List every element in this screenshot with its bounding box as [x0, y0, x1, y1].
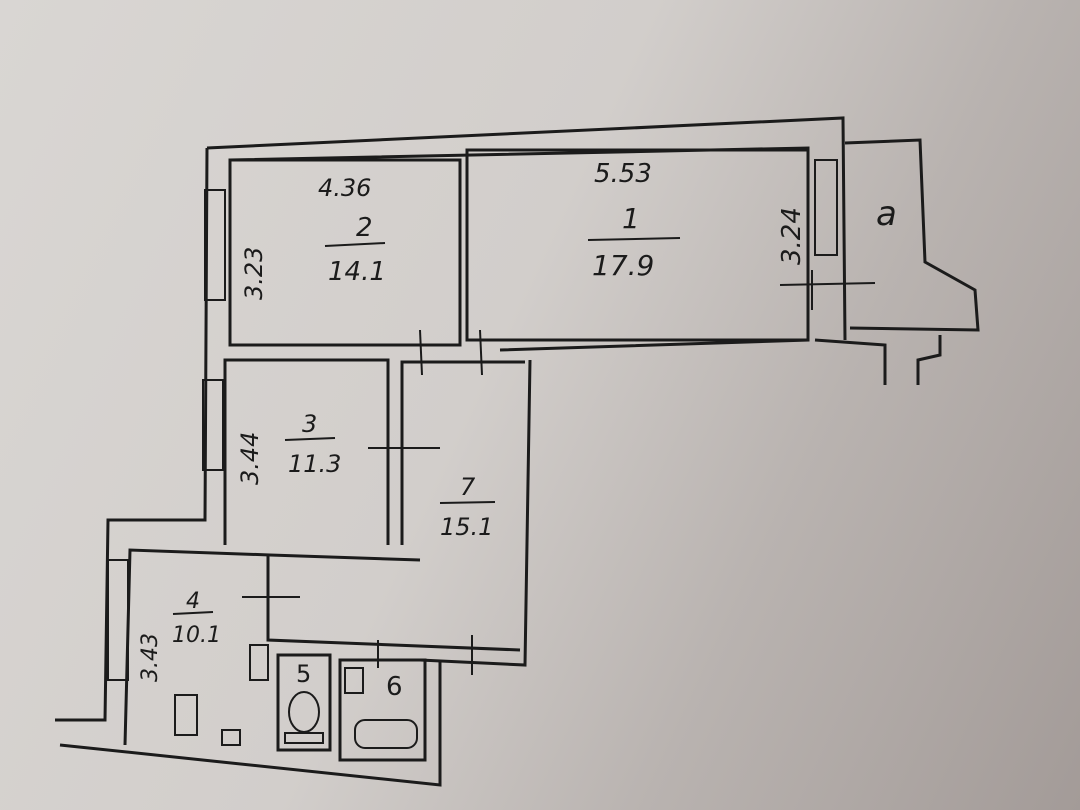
room-5-number: 5 — [296, 660, 311, 688]
room-1-area: 17.9 — [592, 249, 654, 282]
room-7-area: 15.1 — [440, 513, 493, 541]
toilet-icon — [288, 691, 320, 733]
room-4-number: 4 — [186, 589, 200, 614]
room-4-area: 10.1 — [172, 623, 221, 648]
room-2-width: 4.36 — [318, 174, 371, 202]
heater-icon — [221, 729, 241, 746]
room-3-number: 3 — [302, 410, 317, 438]
fraction-bars — [172, 237, 681, 615]
balcony — [779, 138, 980, 332]
room-2-area: 14.1 — [328, 257, 386, 287]
bathtub-icon — [354, 719, 418, 749]
room-1-depth: 3.24 — [777, 207, 807, 265]
room-outlines — [223, 148, 810, 762]
door-marks — [242, 329, 483, 675]
room-3-depth: 3.44 — [236, 432, 264, 485]
sink-icon — [344, 667, 364, 694]
room-2-depth: 3.23 — [240, 247, 268, 300]
room-4-depth: 3.43 — [138, 633, 163, 682]
room-2-number: 2 — [356, 213, 373, 243]
room-1-number: 1 — [622, 202, 640, 235]
room-7-number: 7 — [460, 473, 476, 501]
fixtures — [174, 667, 418, 749]
windows — [107, 189, 226, 681]
balcony-label: a — [876, 194, 897, 234]
stove-icon — [174, 694, 198, 736]
room-6-number: 6 — [386, 672, 403, 702]
room-1-width: 5.53 — [594, 159, 652, 189]
room-3-area: 11.3 — [288, 450, 341, 478]
